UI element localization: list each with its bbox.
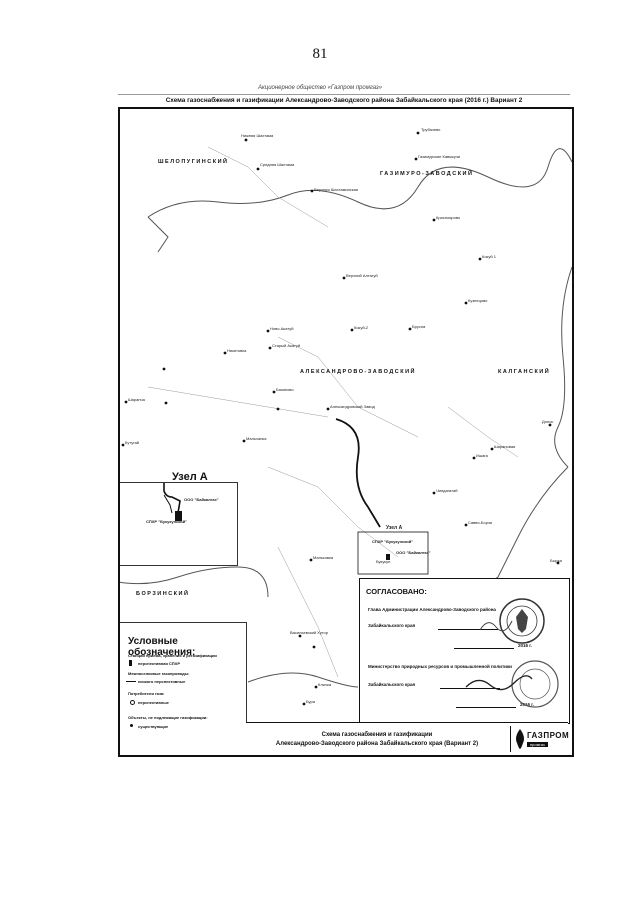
settlement-label: Васильевский Хутор [290,630,328,635]
date-line [456,707,516,708]
settlement-label: Шарановая [494,444,516,449]
gazprom-logo: ГАЗПРОМ промгаз [510,726,570,752]
legend-line: существующие [138,724,169,729]
settlement-label: Кузнецово [468,298,488,303]
settlement-label: Шаранча [128,397,145,402]
node-label: Узел А [386,525,403,531]
settlement-label: Газимурские Кавыкучи [418,154,461,159]
settlement-label: Средняя Шахтама [260,162,295,167]
settlement-label: Бура [306,699,315,704]
road-network [147,146,519,678]
settlement-label: Кокуй-2 [354,325,369,330]
map-svg [118,131,572,706]
boundary-east [554,266,572,468]
approval-block: СОГЛАСОВАНО: Глава Администрации Алексан… [359,578,570,724]
legend-consumer-icon [130,700,135,705]
boundary-south [247,672,359,688]
settlement-label: Донос [542,419,554,424]
signature-icon [479,620,513,632]
settlement-label: Бырка [550,558,562,563]
legend-pipe-icon [126,681,136,682]
node-a-inset: ООО "Байкалгаз" СПХР "Букукунский" [119,482,238,566]
top-rule [118,94,570,95]
map-frame: Нижняя Шахтама Средняя Шахтама Трубачево… [118,107,572,755]
boundary-north-west [147,216,169,253]
logo-subtext: промгаз [527,742,548,747]
legend-line: Потребители газа: [128,691,165,696]
settlement-label: Верхняя Шахтаминская [314,187,359,192]
approval-line: Министерство природных ресурсов и промыш… [368,664,512,669]
official-seal-icon [499,598,545,644]
inset-spkr-label: СПХР "Букукунский" [146,519,188,524]
date-line [454,648,514,649]
settlement-label: Брусна [412,324,426,329]
settlement-label: Ишага [476,453,488,458]
node-a-title: Узел А [172,471,208,483]
legend-line: перспективные [138,700,169,705]
logo-text: ГАЗПРОМ [527,731,570,740]
legend-line: Объекты, не подлежащие газификации: [128,715,208,720]
settlement-label: Никитовка [227,348,247,353]
signature-icon [465,675,533,691]
approval-year: 2016 г. [520,702,534,707]
settlement-label: Ново-Акатуй [270,326,294,331]
title-line: Александрово-Заводского района Забайкаль… [275,741,479,747]
district-label: АЛЕКСАНДРОВО-ЗАВОДСКИЙ [300,369,416,375]
approval-line: Забайкальского края [368,623,416,628]
inset-ooo-label: ООО "Байкалгаз" [184,497,219,502]
settlement-dots [121,131,560,706]
settlement-label: Нижняя Шахтама [241,133,274,138]
settlement-label: Александровский Завод [330,404,375,409]
legend-spkr-icon [129,660,132,666]
node-a-inset-svg [163,483,182,521]
settlement-label: Трубачево [421,127,441,132]
spkr-marker [386,554,390,560]
legend-line: Межпоселковые газопроводы: [128,671,190,676]
settlement-label: Базаново [276,387,294,392]
flame-icon [516,729,524,749]
district-label: ГАЗИМУРО-ЗАВОДСКИЙ [380,171,474,177]
signature-line [438,629,498,630]
settlement-label: Савво-Борзя [468,520,492,525]
district-label: ШЕЛОПУГИНСКИЙ [158,159,229,165]
settlement-label: Старый Акатуй [272,343,301,348]
settlement-label: Кутугай [125,440,140,445]
main-pipeline [335,418,381,528]
node-a-marker-box [357,531,429,575]
legend-line: Станции приема, хранения и регазификации [128,653,217,658]
legend-title: Условные обозначения: [128,636,196,658]
settlement-label: Кокуй 1 [482,254,496,259]
map-title: Схема газоснабжения и газификации Алекса… [165,97,523,104]
legend-line: перспективная СПХР [138,661,181,666]
legend-line: низкого перспективные [138,679,186,684]
signature-line [440,688,500,689]
settlement-label: Маньковка [313,555,334,560]
spkr-label: СПХР "Букукунский" [372,539,414,544]
title-block: Схема газоснабжения и газификации Алекса… [246,722,570,754]
settlement-label: Кличка [318,682,332,687]
approval-line: Забайкальского края [368,682,416,687]
legend-existing-icon [130,724,133,727]
organization-line: Акционерное общество «Газпром промгаз» [257,85,383,91]
bukukun-label: Букукун [376,559,391,564]
title-line: Схема газоснабжения и газификации [321,732,433,738]
boundary-south-west [118,566,269,598]
legend: Условные обозначения: Станции приема, хр… [120,622,247,753]
page-number: 81 [312,46,328,62]
approval-year: 2016 г. [518,643,532,648]
district-label: БОРЗИНСКИЙ [136,591,190,597]
ooo-label: ООО "Байкалгаз" [396,550,431,555]
district-label: КАЛГАНСКИЙ [498,369,551,375]
approval-heading: СОГЛАСОВАНО: [366,587,427,596]
settlement-label: Красноярово [436,215,461,220]
settlement-label: Чиндагатай [436,488,458,493]
settlement-label: Верхний Алтагуй [346,273,378,278]
settlement-label: Мальханка [246,436,267,441]
boundary-north [147,148,572,218]
approval-line: Глава Администрации Александрово-Заводск… [368,607,496,612]
